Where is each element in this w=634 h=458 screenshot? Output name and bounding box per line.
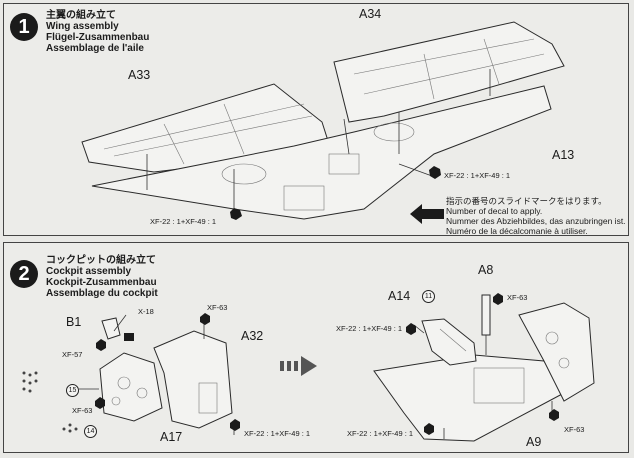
paint-mix-right: XF-22 : 1+XF-49 : 1: [444, 171, 511, 180]
paint-xf63-panel: XF-63: [72, 406, 93, 415]
wing-assembly-drawing: [81, 21, 565, 224]
part-label-a14: A14: [388, 289, 411, 303]
seat-a14: [421, 318, 477, 366]
note-english: Number of decal to apply.: [446, 206, 543, 216]
wing-upper-right-a34: [333, 21, 565, 123]
wing-lower-a13: [91, 85, 552, 220]
part-label-a9: A9: [526, 435, 542, 449]
paint-xf57: XF-57: [62, 350, 83, 359]
cockpit-floor-a9: [373, 354, 565, 442]
note-french: Numéro de la décalcomanie à utiliser.: [446, 226, 588, 236]
part-label-a13: A13: [552, 148, 575, 162]
cockpit-side-wall: [518, 302, 595, 402]
step-title-block: 主翼の組み立て Wing assembly Flügel-Zusammenbau…: [46, 10, 149, 54]
part-label-a33: A33: [128, 68, 151, 82]
paint-x18: X-18: [138, 307, 154, 316]
part-label-b1: B1: [66, 315, 82, 329]
part-label-a8: A8: [478, 263, 494, 277]
step-number: 2: [10, 260, 38, 288]
paint-mix-floor: XF-22 : 1+XF-49 : 1: [347, 429, 414, 438]
step-number: 1: [10, 13, 38, 41]
title-english: Cockpit assembly: [46, 266, 132, 277]
title-german: Flügel-Zusammenbau: [46, 32, 150, 43]
paint-mix-seat: XF-22 : 1+XF-49 : 1: [336, 324, 403, 333]
title-german: Kockpit-Zusammenbau: [46, 277, 157, 288]
title-french: Assemblage de l'aile: [46, 43, 144, 54]
paint-marker-right: [429, 166, 441, 179]
paint-xf63-stick: XF-63: [507, 293, 528, 302]
assembly-arrow: [280, 356, 317, 376]
paint-mix-bulkhead: XF-22 : 1+XF-49 : 1: [244, 429, 311, 438]
title-japanese: 主翼の組み立て: [46, 10, 116, 21]
decal-number-11: 11: [422, 290, 435, 303]
decal-number-14: 14: [84, 425, 97, 438]
stick-a8: [481, 294, 491, 336]
cockpit-assembly-drawing: [22, 293, 595, 442]
instrument-panel-a17: [99, 352, 163, 422]
decal-pointer-arrow: [410, 204, 444, 224]
decal-number-15: 15: [66, 384, 79, 397]
bulkhead-a32: [153, 330, 233, 429]
title-french: Assemblage du cockpit: [46, 288, 158, 299]
part-label-a34: A34: [359, 7, 382, 21]
step-2-panel: 2 コックピットの組み立て Cockpit assembly Kockpit-Z…: [3, 242, 629, 453]
paint-mix-left: XF-22 : 1+XF-49 : 1: [150, 217, 217, 226]
step-1-panel: 1 主翼の組み立て Wing assembly Flügel-Zusammenb…: [3, 3, 629, 236]
title-english: Wing assembly: [46, 21, 119, 32]
decal-note: 指示の番号のスライドマークをはります。 Number of decal to a…: [446, 196, 626, 236]
part-label-a32: A32: [241, 329, 264, 343]
paint-xf63-bulkhead: XF-63: [207, 303, 228, 312]
paint-xf63-floor: XF-63: [564, 425, 585, 434]
note-german: Nummer des Abziehbildes, das anzubringen…: [446, 216, 626, 226]
part-label-a17: A17: [160, 430, 183, 444]
step-title-block: コックピットの組み立て Cockpit assembly Kockpit-Zus…: [46, 255, 158, 299]
note-japanese: 指示の番号のスライドマークをはります。: [446, 196, 607, 206]
lever-b1: [101, 317, 121, 340]
title-japanese: コックピットの組み立て: [46, 255, 156, 266]
paint-marker-left: [230, 208, 242, 220]
